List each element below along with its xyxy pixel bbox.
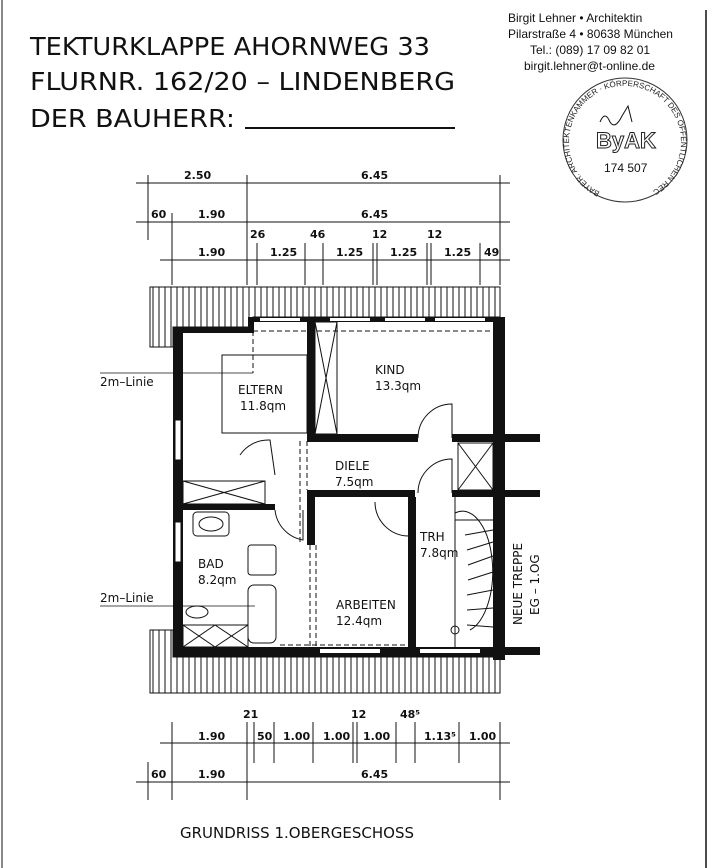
wardrobe: [314, 321, 338, 435]
room-name: BAD: [198, 557, 224, 571]
two-meter-lines: 2m–Linie 2m–Linie: [100, 372, 255, 607]
room-name: TRH: [419, 530, 445, 544]
signature-scribble: [599, 104, 633, 126]
dim-label: 50: [257, 730, 273, 743]
room-area: 8.2qm: [198, 573, 236, 587]
architect-stamp: Birgit Lehner • Architektin Pilarstraße …: [0, 0, 688, 203]
stamp-number: 174 507: [604, 161, 648, 175]
shower: [247, 544, 277, 576]
dim-label: 1.90: [198, 768, 225, 781]
header-line2: FLURNR. 162/20 – LINDENBERG: [30, 67, 455, 96]
bottom-dimensions: [136, 722, 510, 800]
room-name: KIND: [375, 363, 405, 377]
stair-label-line1: NEUE TREPPE: [511, 543, 525, 625]
dim-label: 46: [310, 228, 326, 241]
dim-label: 6.45: [361, 169, 388, 182]
bathtub: [247, 584, 277, 644]
header: TEKTURKLAPPE AHORNWEG 33 FLURNR. 162/20 …: [29, 32, 455, 133]
dim-label: 1.90: [198, 730, 225, 743]
room-area: 11.8qm: [240, 399, 286, 413]
room-name: ELTERN: [238, 383, 283, 397]
stamp-name: Birgit Lehner • Architektin: [508, 11, 642, 25]
wardrobe-eltern: [182, 480, 266, 505]
stamp-email: birgit.lehner@t-online.de: [524, 59, 655, 73]
dim-label: 60: [151, 208, 167, 221]
room-area: 13.3qm: [375, 379, 421, 393]
stamp-phone: Tel.: (089) 17 09 82 01: [530, 43, 650, 57]
drawing-caption: GRUNDRISS 1.OBERGESCHOSS: [180, 824, 414, 842]
dim-label: 1.25: [270, 246, 297, 259]
room-labels: ELTERN 11.8qm KIND 13.3qm DIELE 7.5qm TR…: [198, 363, 542, 628]
dim-label: 1.25: [444, 246, 471, 259]
dim-label: 12: [372, 228, 387, 241]
room-area: 7.5qm: [335, 475, 373, 489]
two-meter-line-label: 2m–Linie: [100, 375, 154, 389]
walls: [173, 317, 540, 660]
dim-label: 1.00: [283, 730, 310, 743]
fixtures: [182, 321, 494, 648]
dim-label: 21: [243, 708, 258, 721]
dim-label: 1.90: [198, 246, 225, 259]
stamp-logo: ByAK: [596, 128, 656, 153]
dim-label: 1.13⁵: [424, 730, 456, 743]
dim-label: 6.45: [361, 768, 388, 781]
dim-label: 12: [351, 708, 366, 721]
room-area: 12.4qm: [336, 614, 382, 628]
top-dimension-labels: 2.50 6.45 60 1.90 6.45 26 46 12 12 1.90 …: [151, 169, 499, 259]
dim-label: 1.00: [323, 730, 350, 743]
stamp-address: Pilarstraße 4 • 80638 München: [508, 27, 673, 41]
dim-label: 6.45: [361, 208, 388, 221]
toilet: [185, 605, 209, 619]
room-name: ARBEITEN: [336, 598, 396, 612]
dim-label: 1.00: [363, 730, 390, 743]
dim-label: 48⁵: [400, 708, 420, 721]
dim-label: 26: [250, 228, 266, 241]
dim-label: 49: [484, 246, 499, 259]
dim-label: 1.90: [198, 208, 225, 221]
room-name: DIELE: [335, 459, 370, 473]
stamp-circle: [562, 77, 688, 203]
dim-label: 1.25: [390, 246, 417, 259]
shaft: [457, 442, 494, 491]
bottom-dimension-labels: 21 12 48⁵ 1.90 50 1.00 1.00 1.00 1.13⁵ 1…: [151, 708, 496, 781]
two-meter-line-label: 2m–Linie: [100, 591, 154, 605]
room-area: 7.8qm: [420, 546, 458, 560]
bed: [221, 354, 308, 434]
stair-label-line2: EG – 1.OG: [528, 554, 542, 615]
dim-label: 60: [151, 768, 167, 781]
dim-label: 1.00: [469, 730, 496, 743]
dim-label: 2.50: [184, 169, 211, 182]
header-line1: TEKTURKLAPPE AHORNWEG 33: [29, 32, 430, 61]
header-line3: DER BAUHERR:: [30, 104, 235, 133]
dim-label: 12: [427, 228, 442, 241]
staircase: [450, 497, 494, 648]
dim-label: 1.25: [336, 246, 363, 259]
washbasin: [192, 511, 230, 537]
top-dimensions: [136, 175, 510, 285]
